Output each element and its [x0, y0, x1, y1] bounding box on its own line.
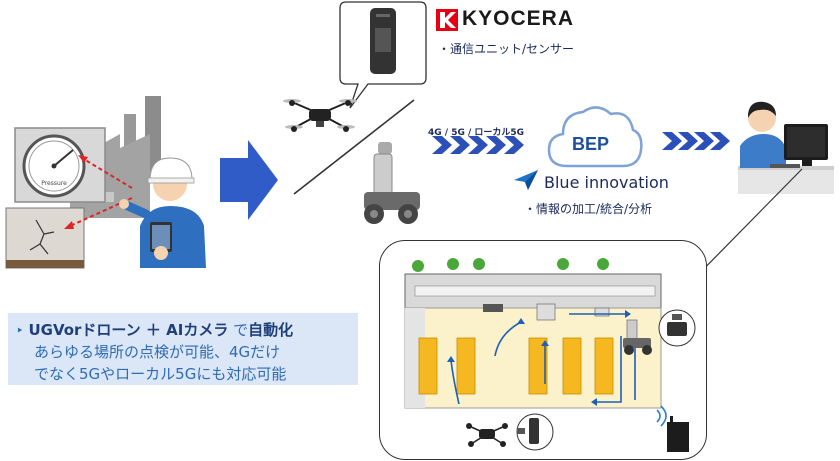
- summary-line-1: ‣ UGVorドローン ＋ AIカメラ で自動化: [16, 319, 293, 340]
- tree-icons: [412, 258, 609, 272]
- comm-station-icon: [667, 416, 689, 452]
- cloud-label: BEP: [572, 134, 610, 154]
- blue-innovation-logo: Blue innovation: [544, 173, 669, 192]
- blue-innovation-mark-icon: [514, 170, 538, 190]
- summary-ai-camera: AIカメラ: [166, 321, 229, 339]
- drone-icon: [283, 99, 357, 132]
- ugv-robot-icon: [364, 142, 420, 224]
- comm-unit-badge: [516, 413, 554, 451]
- wifi-signal-icon: [656, 405, 667, 427]
- summary-box: ‣ UGVorドローン ＋ AIカメラ で自動化 あらゆる場所の点検が可能、4G…: [8, 313, 358, 385]
- operator-at-pc-icon: [738, 101, 834, 194]
- summary-ugv-drone: UGVorドローン: [28, 321, 141, 339]
- comm-unit-device-icon: [370, 8, 396, 74]
- summary-plus: ＋: [140, 321, 167, 339]
- divider-line: [293, 99, 415, 195]
- gauge-label: Pressure: [41, 180, 67, 187]
- comm-unit-bubble: [339, 1, 427, 109]
- cloud-icon: [547, 106, 643, 168]
- chevron-arrows-icon: [662, 132, 730, 150]
- ugv-robot-icon: [623, 319, 652, 355]
- chevron-arrows-icon: [432, 136, 524, 154]
- summary-line-2: あらゆる場所の点検が可能、4Gだけ: [34, 343, 281, 361]
- network-label: 4G / 5G / ローカル5G: [428, 128, 525, 138]
- summary-line-3: でなく5Gやローカル5Gにも対応可能: [34, 365, 287, 383]
- shelf-blocks: [418, 337, 614, 395]
- plant-floor-map: [404, 258, 696, 452]
- cracked-wall-icon: [5, 207, 85, 269]
- flow-arrow-icon: [220, 140, 278, 220]
- processing-caption: ・情報の加工/統合/分析: [524, 202, 653, 216]
- kyocera-mark-icon: [436, 9, 458, 31]
- summary-automation: 自動化: [248, 321, 294, 339]
- kyocera-logo-text: KYOCERA: [462, 7, 575, 30]
- summary-de: で: [228, 321, 249, 339]
- camera-device-badge: [658, 309, 696, 347]
- sensor-caption: ・通信ユニット/センサー: [438, 42, 575, 56]
- pressure-gauge-icon: Pressure: [14, 127, 106, 203]
- worker-icon: [119, 157, 206, 268]
- summary-bullet: ‣: [16, 324, 24, 339]
- inspection-scene-illustration: Pressure: [5, 96, 206, 269]
